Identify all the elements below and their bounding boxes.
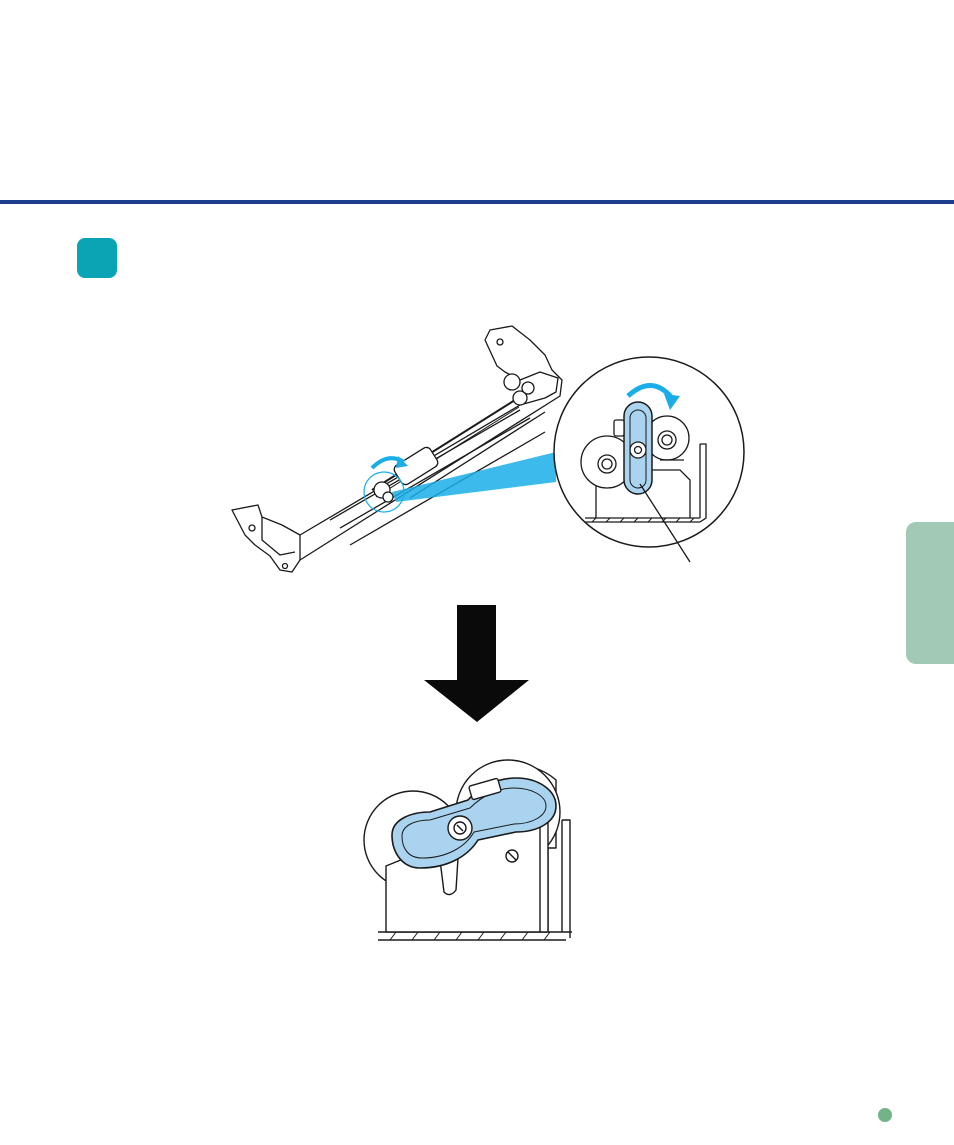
gear-right: [504, 374, 520, 390]
gear-right: [522, 382, 534, 394]
feed-unit-frame: [232, 326, 562, 572]
base-hatching: [390, 932, 550, 940]
zoom-lever-pivot: [630, 442, 646, 458]
down-arrow: [424, 605, 529, 722]
lever-released-illustration: [364, 760, 572, 940]
paper-feed-unit-illustration: [232, 326, 562, 572]
lever-assembly: [383, 492, 393, 502]
